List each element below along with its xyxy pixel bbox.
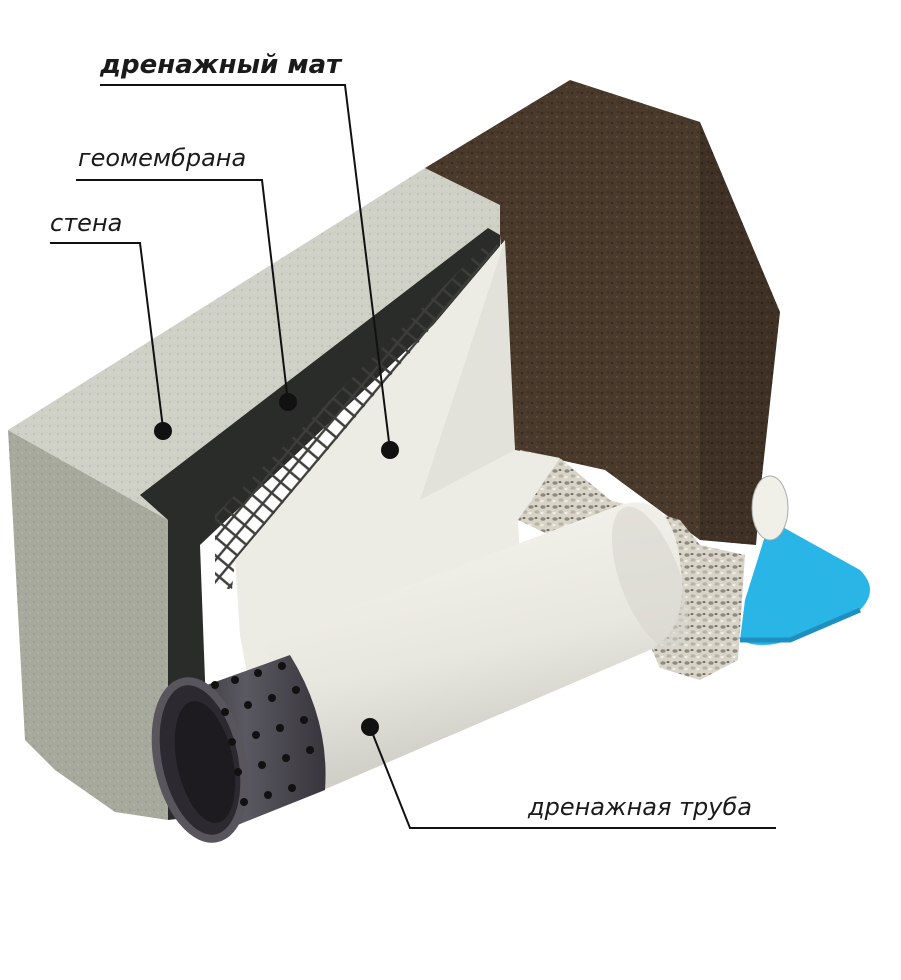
marker-drainage-mat — [381, 441, 399, 459]
water-surface — [740, 520, 870, 645]
leader-wall — [50, 242, 164, 429]
leader-lines — [50, 84, 776, 829]
leader-drainage-mat — [100, 84, 391, 451]
label-wall: стена — [50, 209, 123, 237]
marker-wall — [154, 422, 172, 440]
leader-drainage-pipe — [369, 726, 776, 829]
label-geomembrane: геомембрана — [78, 144, 247, 172]
leader-geomembrane — [76, 179, 289, 403]
pipe-back-end — [751, 475, 789, 541]
corrugated-pipe — [151, 655, 326, 843]
water-edge — [740, 607, 861, 643]
label-drainage-pipe: дренажная труба — [528, 793, 753, 821]
label-drainage-mat: дренажный мат — [100, 50, 342, 80]
marker-geomembrane — [279, 393, 297, 411]
marker-drainage-pipe — [361, 718, 379, 736]
